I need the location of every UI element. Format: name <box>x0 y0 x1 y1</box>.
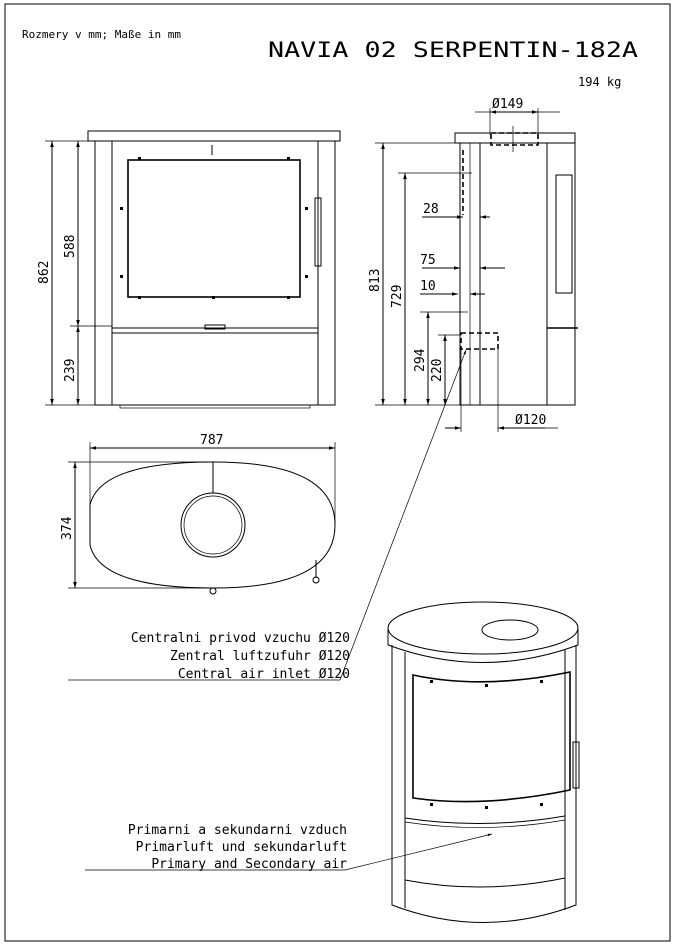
dim-813: 813 <box>368 269 383 292</box>
dim-10: 10 <box>420 279 436 294</box>
dim-75: 75 <box>420 253 436 268</box>
side-view <box>375 108 578 432</box>
callout-central-air <box>68 349 467 681</box>
central-air-de: Zentral luftzufuhr Ø120 <box>170 649 350 664</box>
front-view <box>45 130 341 409</box>
dim-inlet-120: Ø120 <box>515 413 546 428</box>
dim-flue-149: Ø149 <box>492 97 523 112</box>
dim-862: 862 <box>37 261 52 284</box>
dim-729: 729 <box>390 285 405 308</box>
dim-588: 588 <box>63 235 78 258</box>
dim-787: 787 <box>200 433 223 448</box>
dim-28: 28 <box>423 202 439 217</box>
dim-220: 220 <box>430 359 445 382</box>
drawing-frame <box>4 3 671 942</box>
units-note: Rozmery v mm; Maße in mm <box>22 28 181 41</box>
primary-air-cz: Primarni a sekundarni vzduch <box>128 823 347 838</box>
weight-label: 194 kg <box>578 75 621 89</box>
callout-primary-air <box>85 833 493 871</box>
primary-air-de: Primarluft und sekundarluft <box>136 840 347 855</box>
drawing-title: NAVIA 02 SERPENTIN-182A <box>268 38 638 62</box>
dim-239: 239 <box>63 359 78 382</box>
perspective-view <box>387 601 580 923</box>
primary-air-en: Primary and Secondary air <box>151 857 347 872</box>
top-view <box>68 442 336 595</box>
dim-294: 294 <box>413 348 428 372</box>
central-air-cz: Centralni privod vzuchu Ø120 <box>131 631 350 646</box>
central-air-en: Central air inlet Ø120 <box>178 667 350 682</box>
dim-374: 374 <box>60 516 75 540</box>
